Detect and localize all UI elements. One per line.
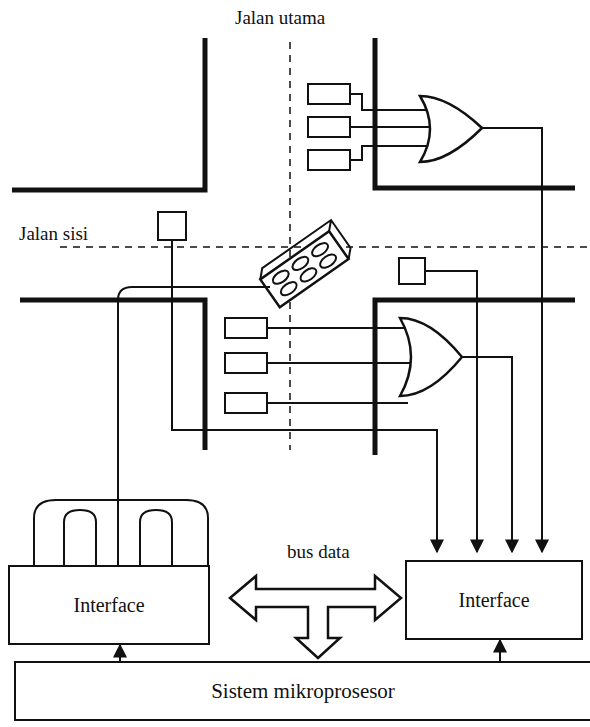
cable-bundle	[34, 500, 208, 565]
or-gates	[400, 96, 482, 396]
traffic-light	[256, 220, 355, 307]
gate-outputs	[462, 128, 542, 552]
bus-label: bus data	[284, 542, 353, 563]
control-arrow	[499, 640, 501, 661]
box-label: Sistem mikroprosesor	[205, 679, 401, 704]
data-bus-arrow	[230, 576, 401, 658]
box-label: Interface	[67, 594, 150, 617]
box-label: Interface	[452, 589, 535, 612]
light-cable	[118, 287, 270, 500]
road-name: Jalan utama	[232, 8, 328, 29]
control-arrow	[119, 645, 121, 661]
processor-box: Sistem mikroprosesor	[14, 661, 590, 721]
centre-lines	[60, 42, 588, 450]
interface-box: Interface	[8, 565, 210, 645]
road-name: Jalan sisi	[16, 224, 91, 245]
interface-box: Interface	[405, 560, 583, 640]
